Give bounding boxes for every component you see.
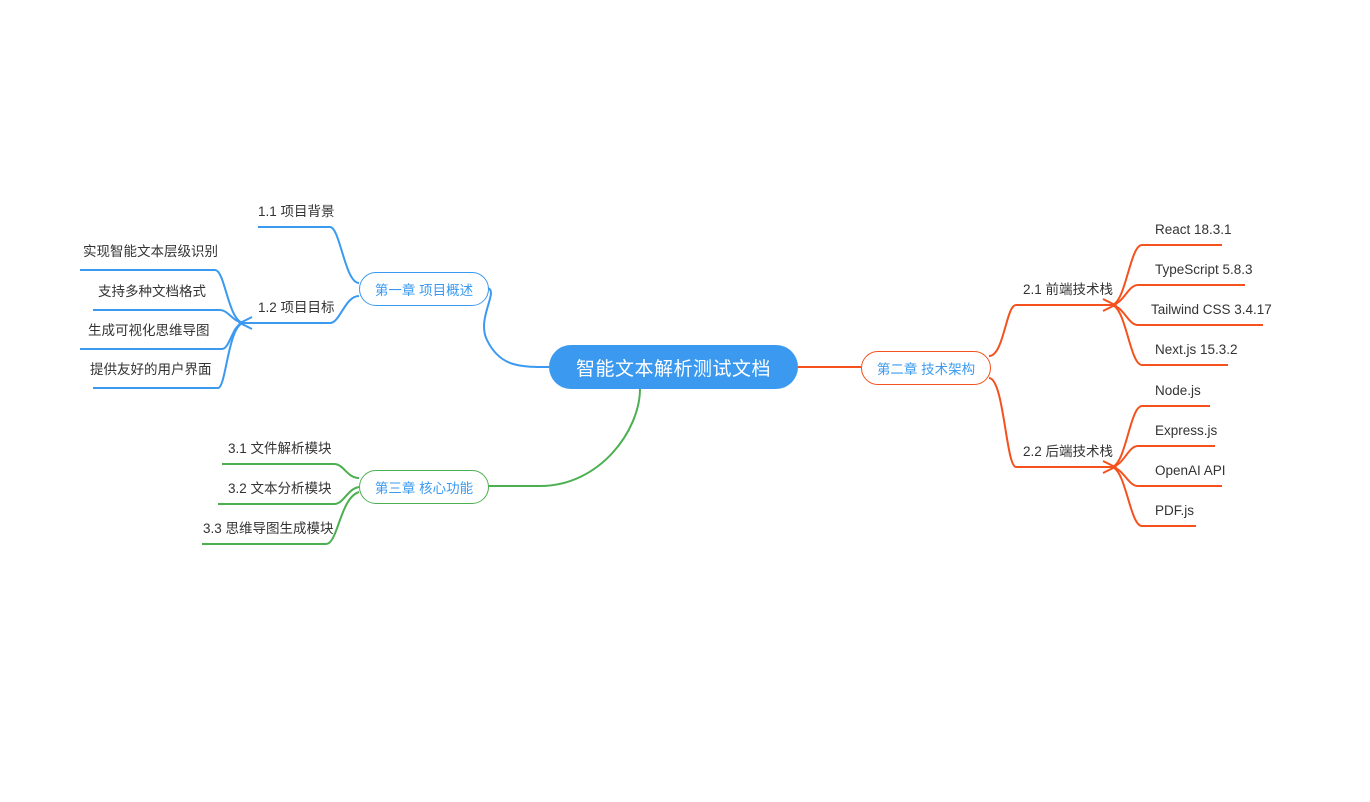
arrow-1-2-junction — [237, 316, 253, 330]
link-2-1-leaf-typescript — [1111, 284, 1245, 306]
leaf-2-1-react[interactable]: React 18.3.1 — [1155, 222, 1232, 237]
leaf-2-2-pdfjs[interactable]: PDF.js — [1155, 503, 1195, 518]
root-node[interactable]: 智能文本解析测试文档 — [549, 345, 798, 389]
leaf-1-2-2[interactable]: 支持多种文档格式 — [98, 284, 206, 299]
subtopic-2-1[interactable]: 2.1 前端技术栈 — [1023, 282, 1114, 297]
link-2-2-leaf-nodejs — [1111, 405, 1210, 468]
link-root-chapter1 — [483, 287, 550, 368]
link-2-2-leaf-pdfjs — [1111, 466, 1196, 527]
branch-node-chapter-3[interactable]: 第三章 核心功能 — [359, 470, 489, 504]
leaf-2-2-nodejs[interactable]: Node.js — [1155, 383, 1201, 398]
leaf-2-1-tailwind[interactable]: Tailwind CSS 3.4.17 — [1151, 302, 1272, 317]
branch-node-label: 第三章 核心功能 — [374, 481, 474, 496]
leaf-2-1-typescript[interactable]: TypeScript 5.8.3 — [1155, 262, 1253, 277]
subtopic-1-1[interactable]: 1.1 项目背景 — [258, 204, 335, 219]
subtopic-3-3[interactable]: 3.3 思维导图生成模块 — [203, 521, 334, 536]
leaf-1-2-1[interactable]: 实现智能文本层级识别 — [83, 244, 218, 259]
link-chapter1-1-2 — [243, 295, 360, 324]
link-2-1-leaf-nextjs — [1111, 304, 1228, 366]
link-1-2-leaf-4 — [93, 322, 244, 389]
branch-node-label: 第一章 项目概述 — [374, 283, 474, 298]
link-chapter2-2-2 — [988, 377, 1112, 468]
branch-node-chapter-1[interactable]: 第一章 项目概述 — [359, 272, 489, 306]
leaf-1-2-3[interactable]: 生成可视化思维导图 — [88, 323, 210, 338]
link-2-2-leaf-expressjs — [1111, 445, 1215, 468]
branch-node-chapter-2[interactable]: 第二章 技术架构 — [861, 351, 991, 385]
arrow-2-2-junction — [1102, 460, 1118, 474]
subtopic-3-1[interactable]: 3.1 文件解析模块 — [228, 441, 332, 456]
link-root-chapter3 — [487, 388, 641, 487]
link-chapter1-1-1 — [258, 226, 360, 284]
leaf-2-2-expressjs[interactable]: Express.js — [1155, 423, 1218, 438]
subtopic-3-2[interactable]: 3.2 文本分析模块 — [228, 481, 332, 496]
leaf-2-1-nextjs[interactable]: Next.js 15.3.2 — [1155, 342, 1238, 357]
subtopic-1-2[interactable]: 1.2 项目目标 — [258, 300, 335, 315]
leaf-1-2-4[interactable]: 提供友好的用户界面 — [90, 362, 212, 377]
link-chapter3-3-3 — [202, 491, 360, 545]
leaf-2-2-openai-api[interactable]: OpenAI API — [1155, 463, 1226, 478]
root-node-label: 智能文本解析测试文档 — [575, 358, 771, 380]
link-chapter3-3-2 — [218, 486, 360, 505]
link-1-2-leaf-2 — [93, 309, 244, 324]
arrow-2-1-junction — [1102, 298, 1118, 312]
link-chapter2-2-1 — [988, 304, 1112, 357]
link-chapter3-3-1 — [222, 463, 360, 479]
subtopic-2-2[interactable]: 2.2 后端技术栈 — [1023, 444, 1114, 459]
link-2-1-leaf-react — [1111, 244, 1222, 306]
branch-node-label: 第二章 技术架构 — [876, 362, 976, 377]
